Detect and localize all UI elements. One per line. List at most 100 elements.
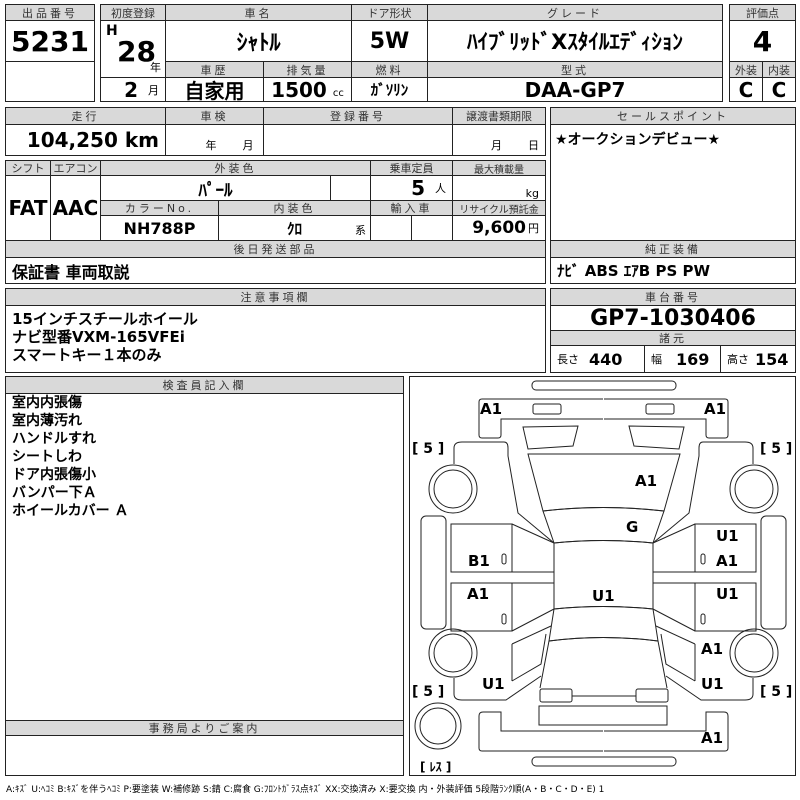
grade-value: ﾊｲﾌﾞﾘｯﾄﾞXｽﾀｲﾙｴﾃﾞｨｼｮﾝ [427, 20, 723, 62]
height-value: 154 [755, 349, 789, 369]
doors-label: ドア形状 [351, 4, 428, 21]
displacement-unit: cc [332, 88, 344, 99]
history-label: 車歴 [165, 61, 264, 78]
import-value-1 [370, 215, 412, 241]
office-body [5, 735, 404, 776]
int-color-cell: ｸﾛ系 [218, 215, 371, 241]
model-value: DAA-GP7 [427, 77, 723, 102]
deadline-month-unit: 月 [491, 139, 502, 152]
fuel-value: ｶﾞｿﾘﾝ [351, 77, 428, 102]
tire-depth: [ 5 ] [412, 441, 445, 457]
color-no-value: NH788P [100, 215, 219, 241]
inspection-year-unit: 年 [205, 139, 217, 152]
width-cell: 幅 169 [644, 345, 721, 373]
equipment-label: 純正装備 [550, 240, 796, 258]
reg-year: 28 [117, 35, 156, 68]
shift-label: シフト [5, 160, 51, 176]
era: H [106, 23, 118, 39]
recycle-unit: 円 [528, 222, 539, 235]
int-score-label: 内装 [762, 61, 796, 78]
import-value-2 [411, 215, 453, 241]
month-unit: 月 [148, 83, 159, 97]
equipment-value: ﾅﾋﾞ ABS ｴｱB PS PW [550, 257, 796, 284]
damage-mark: U1 [482, 675, 505, 693]
specs-label: 諸元 [550, 330, 796, 346]
length-label: 長さ [557, 353, 579, 366]
max-load-unit: kg [452, 175, 546, 201]
ext-score-label: 外装 [729, 61, 763, 78]
car-name-label: 車名 [165, 4, 352, 21]
damage-mark: A1 [704, 400, 727, 418]
note-line: ナビ型番VXM-165VFEi [12, 328, 185, 346]
tire-depth: [ 5 ] [412, 684, 445, 700]
inspection-value: 年月 [165, 124, 264, 156]
inspector-line: 室内薄汚れ [12, 413, 82, 429]
inspector-line: ドア内張傷小 [12, 467, 96, 483]
int-color-unit: 系 [355, 224, 366, 237]
displacement-label: 排気量 [263, 61, 352, 78]
mileage-value: 104,250 km [5, 124, 166, 156]
later-parts-value: 保証書 車両取説 [5, 257, 546, 284]
mileage-label: 走行 [5, 107, 166, 125]
lot-number: 5231 [5, 20, 95, 62]
displacement-cell: 1500 cc [263, 77, 352, 102]
inspector-line: バンパー下Ａ [12, 485, 97, 501]
inspection-month-unit: 月 [242, 139, 254, 152]
int-color-label: 内装色 [218, 200, 371, 216]
sales-point-label: セールスポイント [550, 107, 796, 125]
ext-color-extra [330, 175, 371, 201]
deadline-day-unit: 日 [528, 139, 539, 152]
chassis-value: GP7-1030406 [550, 305, 796, 331]
inspector-label: 検査員記入欄 [5, 376, 404, 394]
inspector-body: 室内内張傷 室内薄汚れ ハンドルすれ シートしわ ドア内張傷小 バンパー下Ａ ホ… [5, 393, 404, 721]
width-label: 幅 [651, 353, 662, 366]
lot-label: 出品番号 [5, 4, 95, 21]
tire-depth: [ 5 ] [760, 684, 793, 700]
tire-depth: [ 5 ] [760, 441, 793, 457]
note-line: 15インチスチールホイール [12, 310, 198, 328]
doc-deadline-value: 月日 [452, 124, 546, 156]
length-value: 440 [589, 349, 623, 369]
width-value: 169 [676, 349, 710, 369]
damage-mark: B1 [468, 552, 490, 570]
notes-label: 注意事項欄 [5, 288, 546, 306]
later-parts-label: 後日発送部品 [5, 240, 546, 258]
doc-deadline-label: 譲渡書類期限 [452, 107, 546, 125]
damage-mark: A1 [701, 729, 724, 747]
displacement-value: 1500 [271, 77, 327, 102]
capacity-value: 5 [411, 176, 425, 200]
car-name: ｼｬﾄﾙ [165, 20, 352, 62]
chassis-label: 車台番号 [550, 288, 796, 306]
doors-value: 5W [351, 20, 428, 62]
damage-mark: A1 [635, 472, 658, 490]
import-label: 輸入車 [370, 200, 453, 216]
damage-mark: U1 [716, 585, 739, 603]
ext-score: C [729, 77, 763, 102]
ext-color-label: 外装色 [100, 160, 371, 176]
ac-label: エアコン [50, 160, 101, 176]
office-label: 事務局よりご案内 [5, 720, 404, 736]
inspector-line: シートしわ [12, 449, 82, 465]
inspector-line: ホイールカバー Ａ [12, 503, 129, 519]
model-label: 型式 [427, 61, 723, 78]
damage-mark: U1 [716, 527, 739, 545]
reg-no-label: 登録番号 [263, 107, 453, 125]
damage-diagram: A1 A1 A1 G U1 A1 U1 B1 A1 U1 A1 U1 U1 A1… [409, 376, 796, 776]
score-value: 4 [729, 20, 796, 62]
capacity-label: 乗車定員 [370, 160, 453, 176]
shift-value: FAT [5, 175, 51, 241]
damage-mark: A1 [701, 640, 724, 658]
grade-label: グレード [427, 4, 723, 21]
legend: A:ｷｽﾞ U:ﾍｺﾐ B:ｷｽﾞを伴うﾍｺﾐ P:要塗装 W:補修跡 S:錆 … [6, 785, 605, 795]
sales-point-value: ★オークションデビュー★ [550, 124, 796, 241]
length-cell: 長さ 440 [550, 345, 645, 373]
score-label: 評価点 [729, 4, 796, 21]
lot-blank [5, 61, 95, 102]
inspector-line: 室内内張傷 [12, 395, 82, 411]
fuel-label: 燃料 [351, 61, 428, 78]
reg-no-value [263, 124, 453, 156]
damage-mark: A1 [716, 552, 739, 570]
